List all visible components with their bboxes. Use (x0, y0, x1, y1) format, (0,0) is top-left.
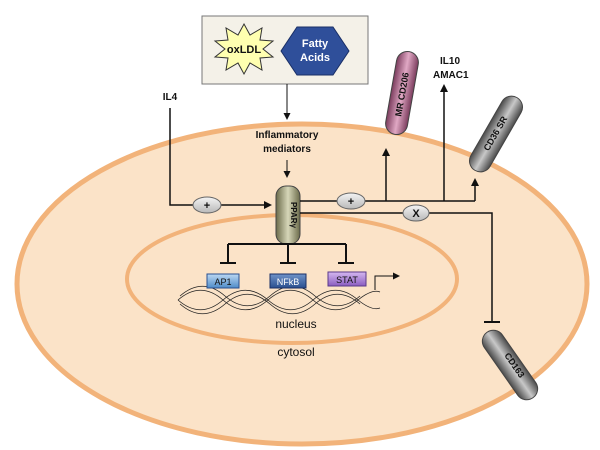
il4-label: IL4 (163, 92, 178, 103)
dna-helix (177, 285, 381, 315)
transcription-start-arrow (374, 272, 400, 290)
x-block-badge (402, 204, 430, 222)
cytosol-label: cytosol (277, 345, 314, 359)
oxldl-label: oxLDL (227, 44, 262, 56)
stat-label: STAT (336, 275, 358, 285)
il10-label: IL10 (440, 56, 460, 67)
amac1-label: AMAC1 (433, 70, 469, 81)
output-plus-badge (336, 192, 366, 210)
pparg-inhibition-tree (220, 243, 354, 264)
il4-plus-badge (192, 196, 222, 214)
cd36-sr-receptor (469, 95, 523, 173)
fatty-acids-label-2: Acids (300, 52, 330, 64)
fatty-acids-label-1: Fatty (302, 38, 329, 50)
x-block-symbol: X (412, 208, 420, 220)
nfkb-label: NFkB (277, 277, 300, 287)
pparg-label: PPARγ (289, 202, 298, 229)
inflammatory-mediators-label-2: mediators (263, 144, 311, 155)
inflammatory-mediators-label-1: Inflammatory (256, 130, 319, 141)
mr-cd206-receptor (385, 50, 419, 136)
ap1-label: AP1 (214, 277, 231, 287)
oxldl-star-icon (213, 22, 275, 76)
il4-pathway-line (169, 108, 272, 209)
output-plus-symbol: + (348, 196, 354, 208)
cd163-inhibition-line (300, 212, 493, 322)
stat-factor (327, 271, 367, 287)
nucleus-label: nucleus (275, 317, 316, 331)
cd163-receptor (481, 329, 539, 401)
fatty-acids-hexagon-icon (280, 26, 350, 76)
ap1-factor (206, 273, 240, 289)
nfkb-factor (269, 273, 307, 289)
il4-plus-symbol: + (204, 200, 210, 212)
